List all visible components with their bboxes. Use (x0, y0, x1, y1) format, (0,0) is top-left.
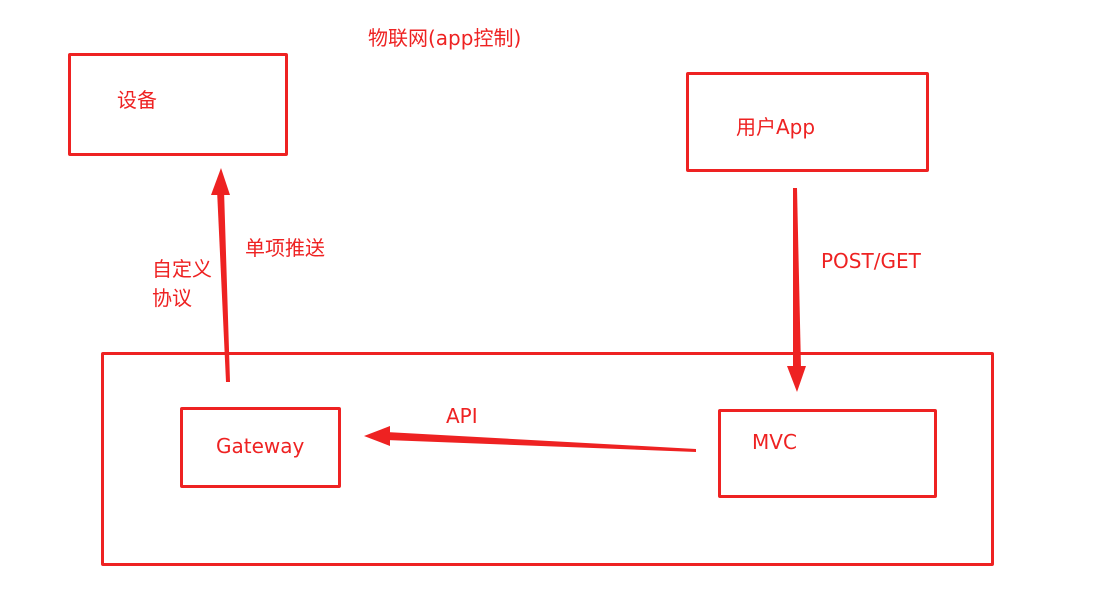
protocol-edge-label-line2: 协议 (152, 286, 192, 310)
gateway-label: Gateway (216, 434, 305, 458)
gateway-to-device-arrow (211, 168, 230, 382)
push-edge-label: 单项推送 (245, 236, 325, 260)
gateway-node (180, 407, 341, 488)
device-node (68, 53, 288, 156)
user-app-label: 用户App (736, 115, 816, 139)
mvc-node (718, 409, 937, 498)
protocol-edge-label-line1: 自定义 (152, 257, 212, 281)
api-edge-label: API (446, 404, 478, 428)
mvc-label: MVC (752, 430, 797, 454)
device-label: 设备 (117, 88, 157, 112)
mvc-to-gateway-arrow (364, 426, 696, 452)
server-container (101, 352, 994, 566)
post-get-edge-label: POST/GET (821, 249, 921, 273)
diagram-title: 物联网(app控制) (368, 26, 522, 50)
app-to-mvc-arrow (787, 188, 806, 392)
user-app-node (686, 72, 929, 172)
